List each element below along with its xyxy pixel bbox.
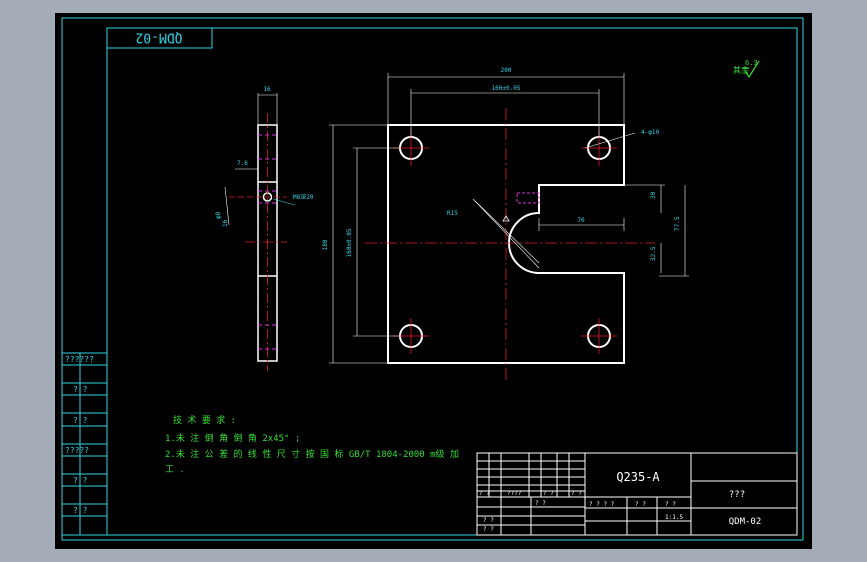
front-view <box>329 73 689 383</box>
drawing-canvas[interactable]: QDM-02 ?????? ? ? ? ? ????? ? ? ? ? 其余 6… <box>55 13 812 549</box>
title-block <box>476 452 798 536</box>
left-strip-label-2: ? ? <box>73 385 88 394</box>
dim-slot-width: 30 <box>650 191 657 199</box>
title-small-1: ? ? ? ? <box>589 501 615 508</box>
left-strip-label-6: ? ? <box>73 506 88 515</box>
dim-side-offset: 7.6 <box>237 160 248 167</box>
title-small-3: ? ? <box>665 501 676 508</box>
title-row-7: ? ? <box>535 500 546 507</box>
tech-line-1: 1.未 注 倒 角 倒 角 2x45° ; <box>165 432 300 444</box>
cad-drawing: QDM-02 ?????? ? ? ? ? ????? ? ? ? ? 其余 6… <box>61 17 804 541</box>
dim-slot-depth: 70 <box>577 217 585 224</box>
title-small-2: ? ? <box>635 501 646 508</box>
dim-side-hole: M8深20 <box>293 193 314 201</box>
tech-heading: 技 术 要 求 : <box>173 414 236 426</box>
dim-left-height: 180 <box>322 239 329 250</box>
svg-text:6.3: 6.3 <box>745 59 758 67</box>
left-strip-label-1: ?????? <box>65 355 94 364</box>
dim-slot-low: 32.5 <box>650 246 657 261</box>
svg-text:其余: 其余 <box>733 65 749 75</box>
title-row-6: ? ? <box>483 526 494 533</box>
dim-hole-note: 4-φ10 <box>641 129 659 136</box>
title-row-4: ? ? <box>571 490 582 497</box>
title-material: Q235-A <box>616 470 660 484</box>
stamp-box <box>106 27 213 49</box>
dim-slot-offset: 77.5 <box>674 216 681 231</box>
left-strip-label-4: ????? <box>65 446 89 455</box>
title-row-1: ? ? <box>479 490 490 497</box>
left-strip <box>61 352 108 536</box>
left-strip-label-3: ? ? <box>73 416 88 425</box>
roughness-symbol: 其余 6.3 <box>733 59 760 79</box>
inner-border <box>106 27 798 536</box>
title-row-5: ? ? <box>483 517 494 524</box>
tech-line-3: 工 . <box>165 465 185 475</box>
dim-side-v2: 16 <box>222 219 229 227</box>
title-code: QDM-02 <box>729 517 762 527</box>
title-scale: 1:1.5 <box>665 514 683 521</box>
dim-hole-spacing-y: 160±0.05 <box>346 228 353 257</box>
dim-hole-spacing-x: 160±0.05 <box>492 85 521 92</box>
title-row-2: ???? <box>507 490 522 497</box>
left-strip-label-5: ? ? <box>73 476 88 485</box>
dim-radius: R15 <box>447 210 458 217</box>
dim-side-thickness: 16 <box>263 86 271 93</box>
title-row-3: ? ? <box>543 490 554 497</box>
side-view <box>224 93 296 371</box>
dim-side-v1: φ8 <box>215 211 222 219</box>
stamp-code: QDM-02 <box>136 30 183 45</box>
dim-top-width: 200 <box>501 67 512 74</box>
title-name: ??? <box>729 490 745 500</box>
outer-border <box>61 17 804 541</box>
tech-line-2: 2.未 注 公 差 的 线 性 尺 寸 按 国 标 GB/T 1804-2000… <box>165 448 459 460</box>
